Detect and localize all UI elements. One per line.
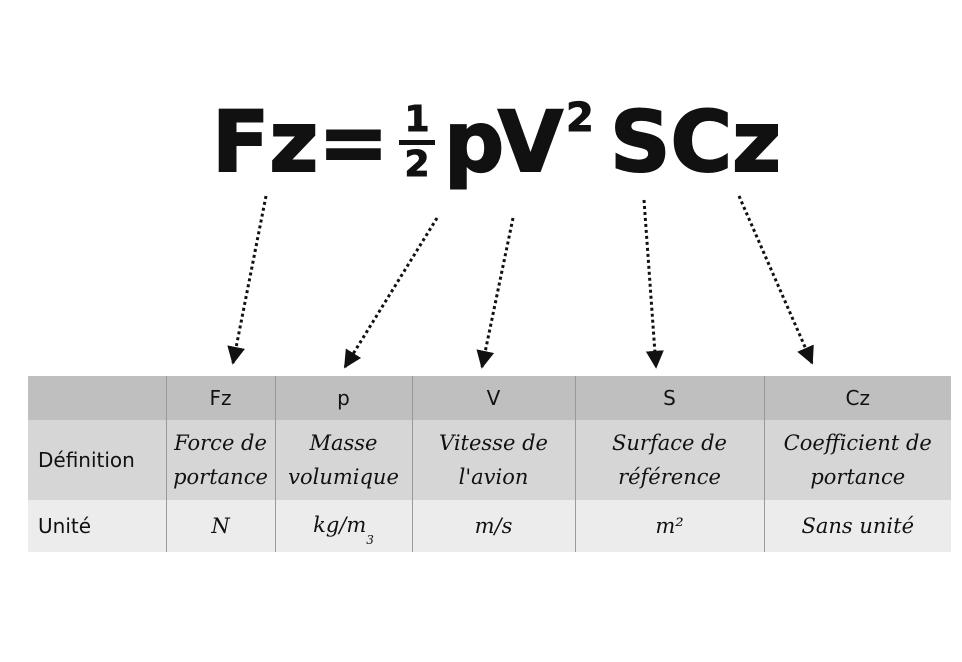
header-empty xyxy=(28,376,166,420)
unit-v: m/s xyxy=(411,500,575,552)
arrow-cz xyxy=(737,195,814,365)
arrow-p xyxy=(343,217,439,369)
unit-p-subscript: 3 xyxy=(366,532,374,547)
fraction-numerator: 1 xyxy=(404,99,430,140)
arrow-fz xyxy=(227,195,268,365)
header-fz: Fz xyxy=(165,376,275,420)
formula-rho: p xyxy=(443,93,505,191)
fraction-bar xyxy=(399,140,435,145)
table-header-row: Fz p V S Cz xyxy=(28,376,951,420)
definition-label: Définition xyxy=(38,448,135,472)
unit-p: kg/m3 xyxy=(274,500,412,552)
formula-fraction: 1 2 xyxy=(395,99,439,185)
unit-fz: N xyxy=(165,500,275,552)
formula-lhs: Fz= xyxy=(211,93,390,191)
formula-s-cz: SCz xyxy=(609,93,782,191)
formula-exponent: 2 xyxy=(566,95,595,141)
arrow-s xyxy=(642,199,664,369)
header-s: S xyxy=(574,376,764,420)
unit-s: m² xyxy=(574,500,764,552)
unit-row: Unité N kg/m3 m/s m² Sans unité xyxy=(28,500,951,552)
header-v: V xyxy=(411,376,575,420)
formula-v: V xyxy=(497,93,564,191)
unit-label: Unité xyxy=(38,514,92,538)
arrow-v xyxy=(476,217,515,369)
unit-cz: Sans unité xyxy=(763,500,951,552)
header-cz: Cz xyxy=(763,376,951,420)
header-p: p xyxy=(274,376,412,420)
fraction-denominator: 2 xyxy=(404,144,430,185)
